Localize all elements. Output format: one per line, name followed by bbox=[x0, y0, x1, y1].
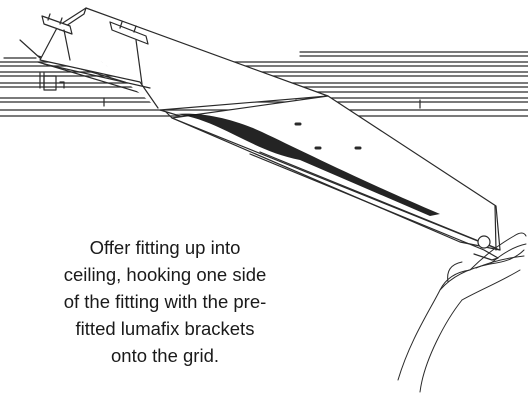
instruction-line: fitted lumafix brackets bbox=[75, 318, 255, 339]
instruction-text: Offer fitting up into ceiling, hooking o… bbox=[0, 234, 330, 369]
instruction-line: onto the grid. bbox=[111, 345, 219, 366]
instruction-line: ceiling, hooking one side bbox=[63, 264, 267, 285]
lumafix-bracket-right bbox=[109, 21, 149, 85]
hand-sketch bbox=[397, 232, 527, 393]
lumafix-bracket-left bbox=[41, 13, 73, 61]
instruction-line: of the fitting with the pre- bbox=[63, 291, 267, 312]
luminaire-fitting bbox=[39, 7, 501, 261]
instruction-line: Offer fitting up into bbox=[89, 237, 241, 258]
